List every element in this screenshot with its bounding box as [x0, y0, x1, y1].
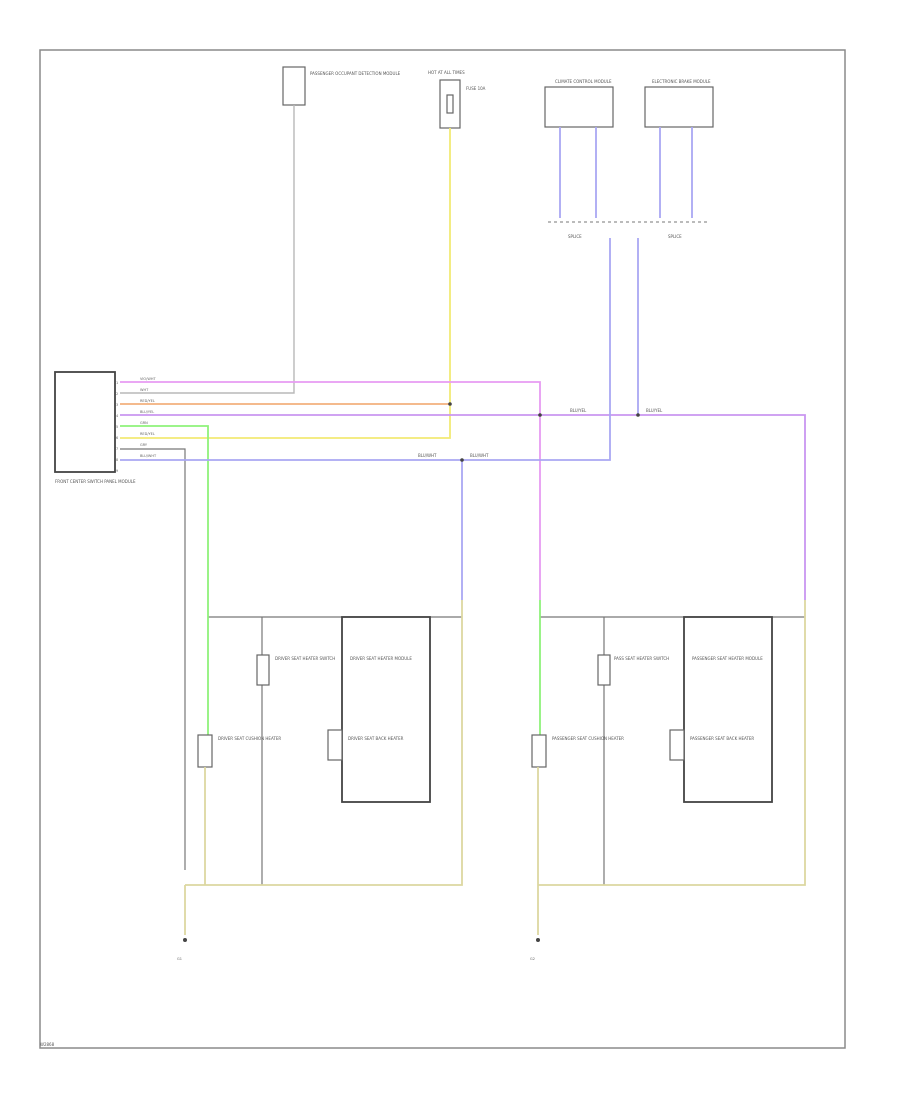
climate-control-module: CLIMATE CONTROL MODULE: [544, 79, 614, 128]
wire-label-blu-wht-b: BLU/WHT: [470, 453, 489, 458]
control-module-label: FRONT CENTER SWITCH PANEL MODULE: [55, 479, 136, 484]
harness-wire-label: GRN: [140, 421, 148, 425]
control-module-pin: 8: [116, 458, 118, 462]
right-inner-module-label: PASSENGER SEAT BACK HEATER: [690, 736, 754, 741]
splice-dot-3: [636, 413, 640, 417]
left-element-label: DRIVER SEAT CUSHION HEATER: [218, 736, 281, 741]
splice-dot-1: [448, 402, 452, 406]
harness-wire-label: GRY: [140, 443, 148, 447]
page-frame: [39, 49, 846, 1049]
right-seat-circuit: PASS SEAT HEATER SWITCH PASSENGER SEAT H…: [530, 600, 806, 961]
fuse: HOT AT ALL TIMES FUSE 10A: [428, 70, 486, 129]
harness-wire-label: WHT: [140, 388, 149, 392]
left-tan-return: [185, 600, 463, 886]
left-inner-element: [327, 729, 343, 761]
right-inner-element: [669, 729, 685, 761]
right-element-label: PASSENGER SEAT CUSHION HEATER: [552, 736, 624, 741]
junction-b-label: SPLICE: [668, 234, 682, 239]
control-module-pin: 2: [116, 392, 118, 396]
splice-dot-2: [538, 413, 542, 417]
control-module-pin: 4: [116, 414, 119, 418]
right-tan-return: [538, 600, 806, 886]
junction-a-label: SPLICE: [568, 234, 582, 239]
control-module-pin: 5: [116, 425, 118, 429]
wire-pink: [120, 381, 541, 600]
harness-wire-label: BLU/YEL: [140, 410, 154, 414]
harness-wire-label: BLU/WHT: [140, 454, 157, 458]
right-switch-label: PASS SEAT HEATER SWITCH: [614, 656, 669, 661]
wire-gray-2: [120, 448, 186, 870]
control-module-pin: 1: [116, 381, 118, 385]
control-module-pin: 6: [116, 436, 118, 440]
page-id: W2868: [40, 1042, 55, 1047]
module-a-box: [544, 86, 614, 128]
module-b-box: [644, 86, 714, 128]
left-inner-module: [341, 616, 431, 803]
occupant-sensor-box: [282, 66, 306, 106]
occupant-sensor: PASSENGER OCCUPANT DETECTION MODULE: [282, 66, 401, 106]
fuse-element: [446, 94, 454, 114]
left-outer-module-label: DRIVER SEAT HEATER MODULE: [350, 656, 412, 661]
control-module-pin: 3: [116, 403, 118, 407]
right-ground-dot: [536, 938, 540, 942]
harness-wire-label: RED/YEL: [140, 399, 155, 403]
control-module-pin: 7: [116, 447, 118, 451]
right-ground-label: G2: [530, 957, 535, 961]
module-b-label: ELECTRONIC BRAKE MODULE: [652, 79, 711, 84]
splice-dot-4: [460, 458, 464, 462]
left-switch-label: DRIVER SEAT HEATER SWITCH: [275, 656, 335, 661]
wire-gray-sensor: [120, 105, 295, 394]
left-inner-module-label: DRIVER SEAT BACK HEATER: [348, 736, 404, 741]
left-switch-box: [256, 654, 270, 686]
right-element-box: [531, 734, 547, 768]
module-a-label: CLIMATE CONTROL MODULE: [555, 79, 612, 84]
harness-wire-label: VIO/WHT: [140, 377, 156, 381]
right-inner-module: [683, 616, 773, 803]
wire-green: [120, 425, 209, 600]
right-switch-box: [597, 654, 611, 686]
wire-label-blu-wht-a: BLU/WHT: [418, 453, 437, 458]
occupant-sensor-label: PASSENGER OCCUPANT DETECTION MODULE: [310, 71, 401, 76]
right-outer-module-label: PASSENGER SEAT HEATER MODULE: [692, 656, 763, 661]
fuse-label: HOT AT ALL TIMES: [428, 70, 465, 75]
fuse-id-label: FUSE 10A: [466, 86, 486, 91]
electronic-brake-module: ELECTRONIC BRAKE MODULE: [644, 79, 714, 128]
left-ground-dot: [183, 938, 187, 942]
control-module-box: [54, 371, 116, 473]
harness-wire-label: RED/YEL: [140, 432, 155, 436]
control-module-pin: 9: [116, 469, 118, 473]
wire-label-blu-yel-a: BLU/YEL: [570, 408, 587, 413]
left-ground-label: G1: [177, 957, 182, 961]
control-module: FRONT CENTER SWITCH PANEL MODULE: [54, 371, 136, 484]
wire-blue-bottom: [120, 238, 611, 461]
wire-yellow-fuse: [120, 128, 451, 439]
wire-label-blu-yel-b: BLU/YEL: [646, 408, 663, 413]
left-seat-circuit: DRIVER SEAT HEATER SWITCH DRIVER SEAT HE…: [177, 600, 463, 961]
left-element-box: [197, 734, 213, 768]
wire-violet: [120, 414, 806, 600]
